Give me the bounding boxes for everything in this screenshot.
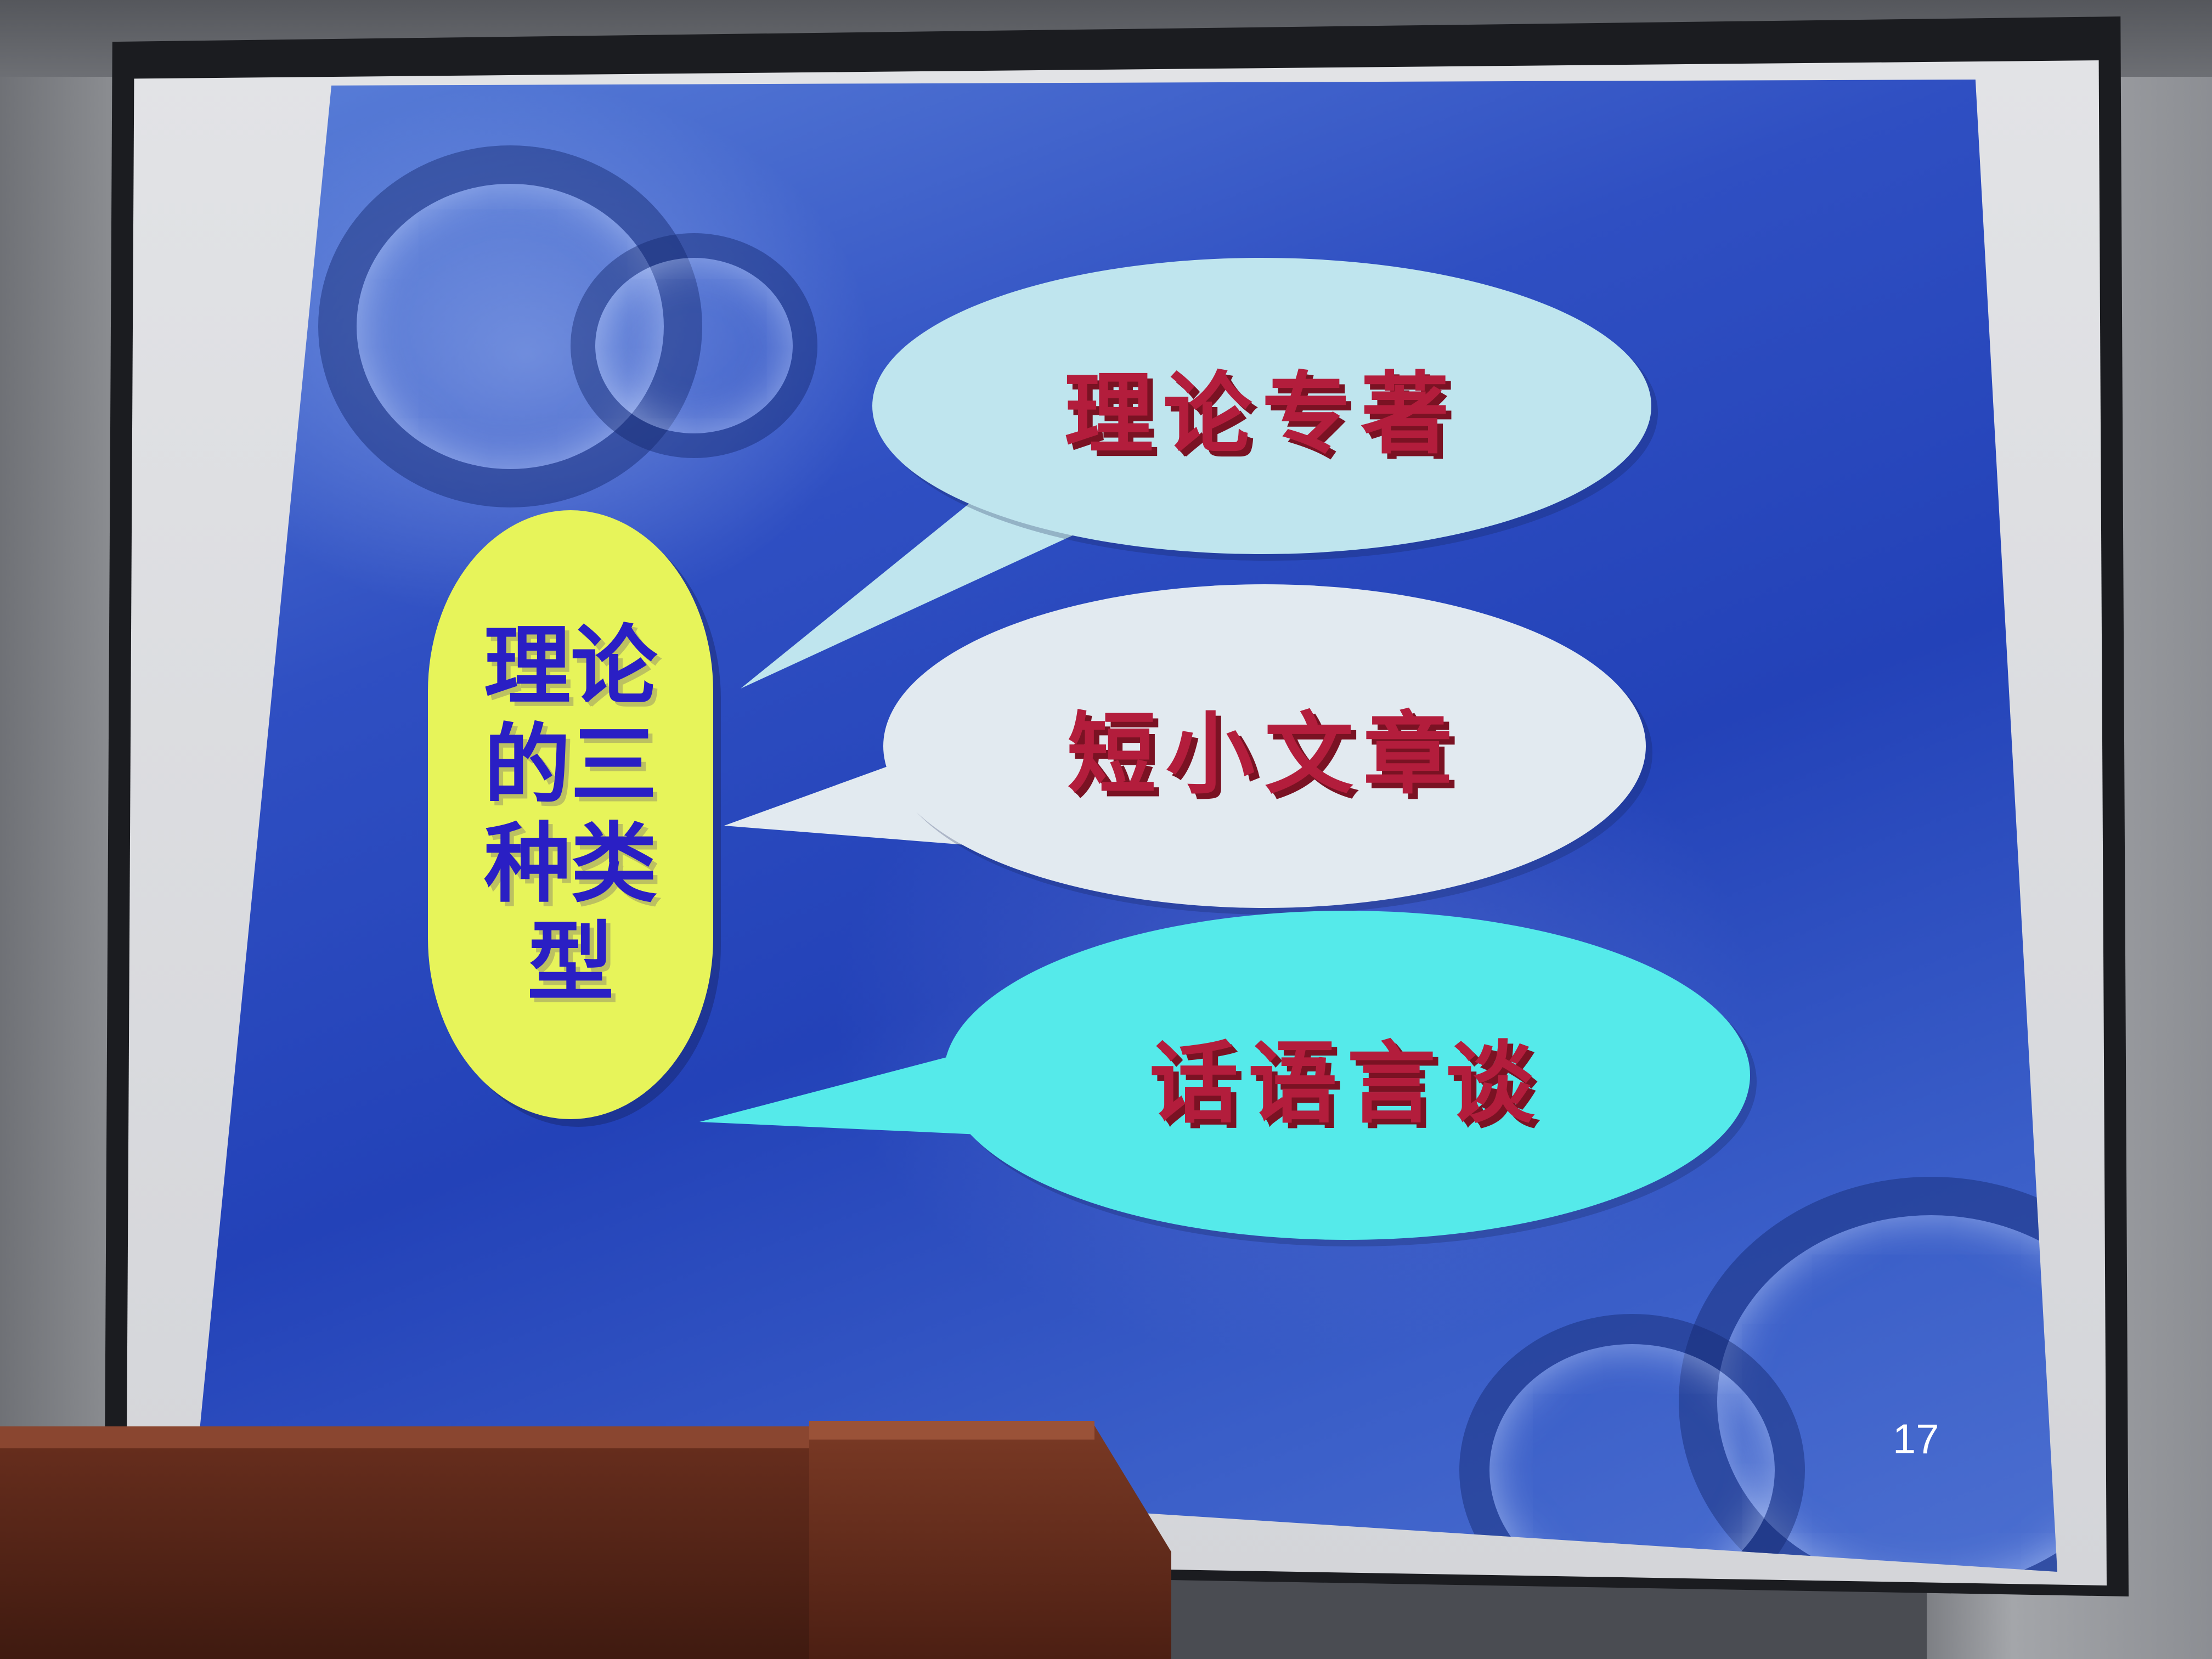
slide-page-number: 17 [1893,1416,1939,1463]
podium-left [0,1426,834,1659]
callout-tail-1 [741,502,1092,689]
callout-label-2: 短小文章 [1067,702,1462,806]
callout-tail-3 [699,1045,1004,1136]
center-title: 理论的三种类型 [484,616,657,1013]
callout-label-1: 理论专著 [1064,362,1459,466]
callout-bubble-1: 理论专著 [872,258,1651,554]
callout-bubble-2: 短小文章 [883,584,1646,908]
callout-bubble-3: 话语言谈 [944,911,1750,1240]
center-bubble: 理论的三种类型 [428,510,713,1119]
podium-right-edge [809,1421,1094,1440]
podium-right [809,1421,1171,1659]
callout-label-3: 话语言谈 [1149,1031,1544,1136]
podium-left-edge [0,1426,834,1448]
